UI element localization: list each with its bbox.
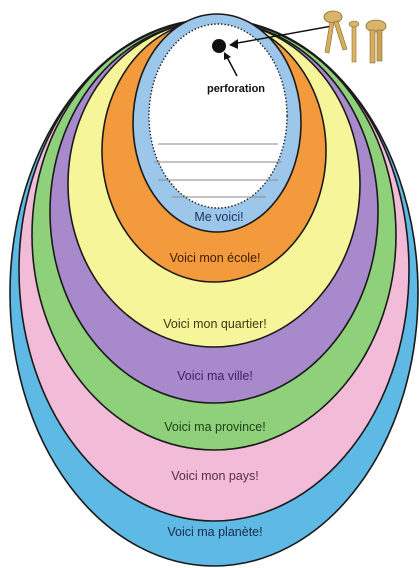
layer-label-province: Voici ma province! [164,420,265,434]
layer-label-district: Voici mon quartier! [163,317,267,331]
writing-lines [154,143,282,198]
layer-label-planet: Voici ma planète! [167,525,262,539]
brass-paper-fastener-icon [323,10,387,64]
layer-label-school: Voici mon école! [169,251,260,265]
perforation-hole [212,39,226,53]
fastener-pointer-line [231,25,333,45]
layer-label-me: Me voici! [194,210,243,224]
perforation-label: perforation [207,83,265,95]
fastener-pointer-head [229,39,238,49]
perforation-arrow [226,56,238,77]
oval-layers [9,13,419,567]
layer-label-city: Voici ma ville! [177,369,253,383]
layer-labels: Me voici! Voici mon école! Voici mon qua… [163,210,267,539]
layer-label-country: Voici mon pays! [171,469,259,483]
perforation-arrow-head [224,52,231,60]
